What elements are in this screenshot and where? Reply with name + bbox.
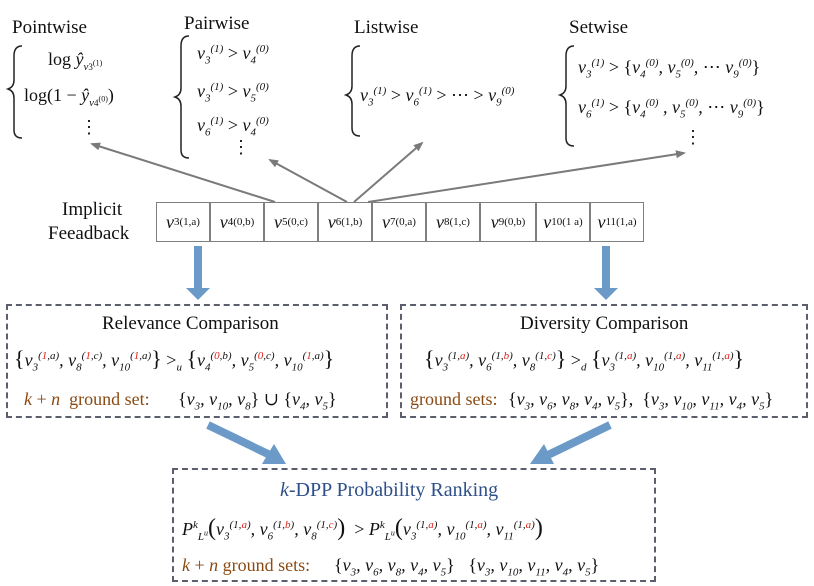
feedback-label-line2: Feeadback bbox=[48, 223, 130, 244]
diversity-title: Diversity Comparison bbox=[520, 313, 689, 334]
listwise-row: v3(1) > v6(1) > ⋯ > v9(0) bbox=[360, 85, 515, 109]
kdpp-box bbox=[172, 468, 656, 582]
setwise-brace bbox=[557, 45, 575, 147]
feedback-label-line1: Implicit bbox=[62, 199, 123, 220]
diversity-comparison: {v3(1,a), v6(1,b), v8(1,c)} >d {v3(1,a),… bbox=[424, 346, 745, 374]
relevance-box bbox=[6, 304, 388, 418]
diversity-ground-value: {v3, v6, v8, v4, v5}, {v3, v10, v11, v4,… bbox=[508, 389, 774, 413]
relevance-ground-label: k + n ground set: bbox=[24, 389, 150, 409]
pointwise-row-1: log ŷv3(1) bbox=[48, 49, 103, 73]
setwise-heading: Setwise bbox=[569, 17, 629, 38]
pairwise-row-3: v6(1) > v4(0) bbox=[197, 115, 269, 139]
diversity-ground-label: ground sets: bbox=[410, 389, 498, 409]
relevance-comparison: {v3(1,a), v8(1,c), v10(1,a)} >u {v4(0,b)… bbox=[14, 346, 335, 374]
pointwise-ellipsis: ⋮ bbox=[80, 117, 98, 137]
setwise-row-2: v6(1) > {v4(0) , v5(0), ⋯ v9(0)} bbox=[578, 97, 765, 121]
relevance-title: Relevance Comparison bbox=[102, 313, 279, 334]
listwise-heading: Listwise bbox=[354, 17, 419, 38]
setwise-ellipsis: ⋮ bbox=[684, 127, 702, 147]
blue-arrow-diversity-to-kdpp bbox=[530, 421, 612, 464]
arrow-to-pointwise bbox=[90, 142, 276, 203]
blue-arrow-relevance-to-kdpp bbox=[206, 421, 286, 464]
arrow-to-setwise bbox=[367, 150, 686, 203]
pointwise-row-2: log(1 − ŷv4(0)) bbox=[24, 85, 114, 109]
blue-arrow-to-relevance bbox=[186, 246, 210, 300]
pairwise-brace bbox=[172, 35, 190, 159]
arrow-to-pairwise bbox=[268, 159, 348, 203]
kdpp-ground-value: {v3, v6, v8, v4, v5} {v3, v10, v11, v4, … bbox=[334, 555, 600, 579]
relevance-ground-value: {v3, v10, v8} ∪ {v4, v5} bbox=[178, 389, 337, 413]
pointwise-brace bbox=[5, 45, 23, 139]
blue-arrow-to-diversity bbox=[594, 246, 618, 300]
listwise-brace bbox=[343, 45, 361, 137]
kdpp-comparison: PkLu(v3(1,a), v6(1,b), v8(1,c)) > PkLu(v… bbox=[182, 515, 543, 543]
kdpp-title: k-DPP Probability Ranking bbox=[280, 479, 499, 501]
pairwise-row-2: v3(1) > v5(0) bbox=[197, 81, 269, 105]
kdpp-ground-label: k + n ground sets: bbox=[182, 555, 311, 575]
pairwise-ellipsis: ⋮ bbox=[232, 137, 250, 157]
setwise-row-1: v3(1) > {v4(0), v5(0), ⋯ v9(0)} bbox=[578, 57, 761, 81]
diversity-box bbox=[400, 304, 808, 418]
pairwise-row-1: v3(1) > v4(0) bbox=[197, 43, 269, 67]
pairwise-heading: Pairwise bbox=[184, 13, 250, 34]
arrow-to-listwise bbox=[353, 141, 424, 203]
pointwise-heading: Pointwise bbox=[12, 17, 87, 38]
